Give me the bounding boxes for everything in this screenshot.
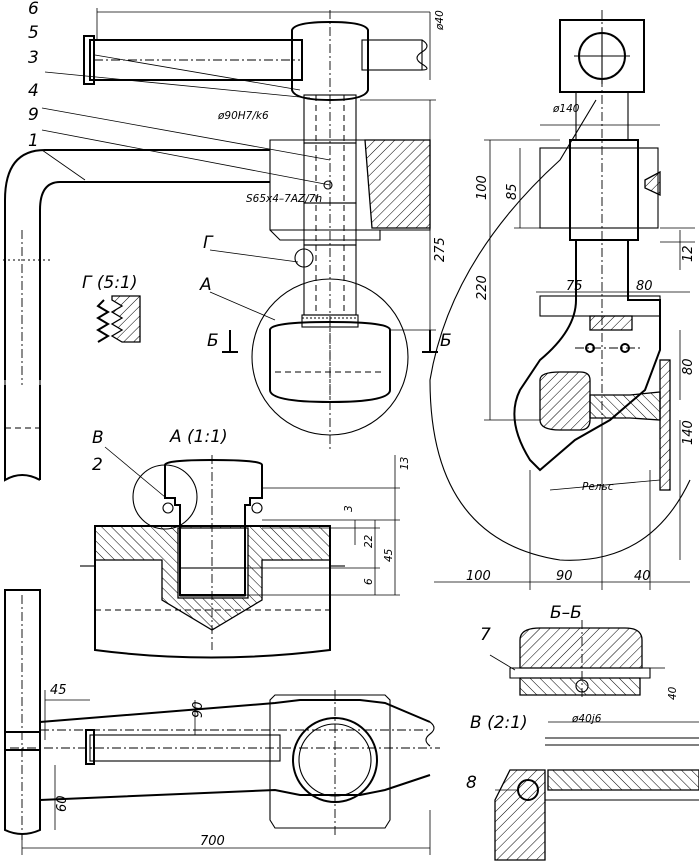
dim-6: 6 [363,578,375,585]
detail-g [96,295,141,343]
view-v-label: В [92,428,104,448]
dim-d40j6: ø40j6 [571,713,602,725]
dim-45b: 45 [50,683,67,698]
side-view [429,10,695,590]
detail-a [80,446,400,659]
part-3-label: 3 [28,48,39,68]
dim-d140: ø140 [552,103,580,115]
section-b-marker-right: Б [440,331,452,351]
dim-3: 3 [343,505,355,512]
dim-700: 700 [200,834,225,849]
dim-85: 85 [505,183,520,200]
view-a-scale: А (1:1) [169,427,228,447]
dim-75: 75 [566,279,583,294]
dim-22: 22 [363,534,375,548]
part-1-label: 1 [28,131,39,151]
dim-80a: 80 [636,279,653,294]
dim-d40: ø40 [434,10,446,31]
part-9-label: 9 [28,105,39,125]
detail-v [494,721,699,861]
part-7-label: 7 [480,625,491,645]
dim-140: 140 [681,420,696,445]
section-b-marker-left: Б [207,331,219,351]
main-view [0,8,438,482]
labels: 6 5 3 4 9 1 2 7 8 Г Г (5:1) А А (1:1) Б … [28,0,696,849]
dim-100-bottom: 100 [466,569,491,584]
part-5-label: 5 [28,23,39,43]
view-v-scale: В (2:1) [470,713,528,733]
dim-100: 100 [475,175,490,200]
view-g-label: Г [203,233,214,253]
dim-60: 60 [55,795,70,812]
part-6-label: 6 [28,0,39,19]
dim-90b: 90 [556,569,573,584]
dim-220: 220 [475,275,490,300]
part-4-label: 4 [28,81,39,101]
view-g-scale: Г (5:1) [82,273,138,293]
rail-annotation: Рельс [582,481,614,493]
dim-40b: 40 [634,569,651,584]
dim-90: 90 [191,701,206,718]
thread-annotation: S65x4–7AZ/7h [246,193,322,205]
dim-13: 13 [399,457,411,470]
section-b [489,620,665,700]
fit-annotation: ø90H7/k6 [217,110,269,122]
part-8-label: 8 [466,773,477,793]
view-a-label: А [199,275,212,295]
dim-40c: 40 [667,686,679,700]
part-2-label: 2 [92,455,103,475]
dim-275: 275 [433,237,448,262]
plan-view [4,589,440,855]
dim-45: 45 [383,548,395,562]
section-b-title: Б–Б [550,603,582,623]
dim-80b: 80 [681,358,696,375]
dim-12: 12 [681,245,696,262]
